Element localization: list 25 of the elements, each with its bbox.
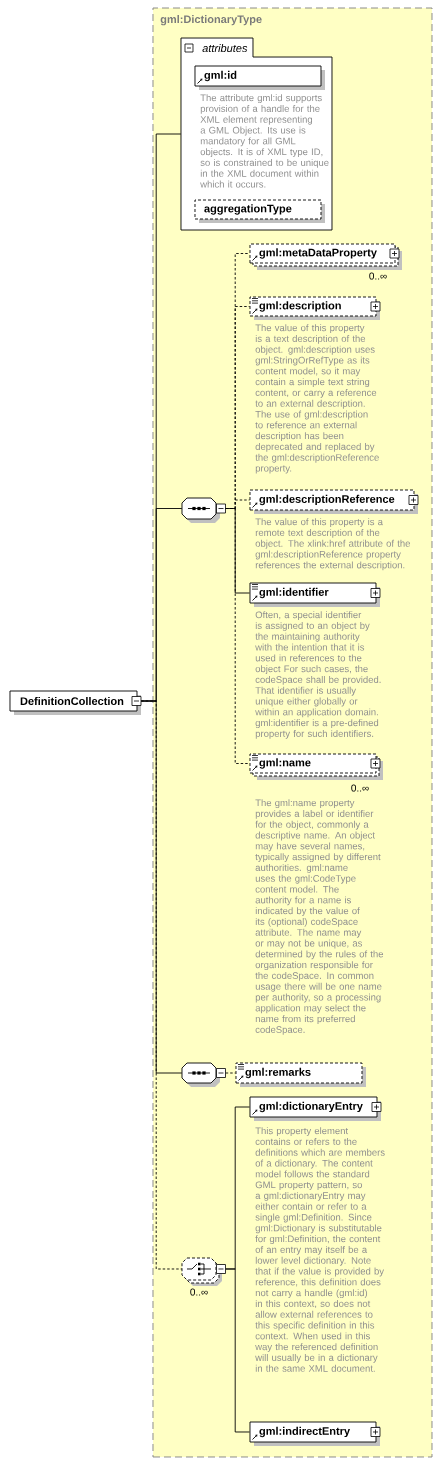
connector-line: [225, 508, 250, 764]
connector-line: [225, 1268, 250, 1433]
root-element-box: DefinitionCollection: [9, 690, 141, 715]
multiplicity-label: 0..∞: [190, 1288, 208, 1296]
connector-line: [225, 508, 250, 594]
attribute-box: gml:id: [194, 65, 325, 90]
element-box: gml:descriptionReference: [249, 489, 418, 514]
connector-line: [225, 1072, 236, 1074]
element-box: gml:description: [249, 296, 380, 320]
description-text: The gml:name property provides a label or identifier for the object, commonly a descriptive name. An object may have several names, typically assigned by different authorities. gml:name uses the gml:CodeType content model. The authority for a name is indicated by the value of its (optional) codeSpace attribute. The name may or may not be unique, as determined by the rules of the organization responsible for the codeSpace. In common usage there will be one name per authority, so a processing application may select the name from its preferred codeSpace.: [255, 799, 384, 1035]
attribute-box: aggregationType: [194, 199, 325, 223]
element-box: gml:metaDataProperty: [249, 243, 402, 270]
description-text: The value of this property is a text description of the object. gml:description uses gml:StringOrRefType as its content model, so it may contain a simple text string content, or carry a reference to an external description. The use of gml:description to reference an external description has been deprecated and replaced by the gml:descriptionReference property.: [255, 324, 379, 474]
description-text: This property element contains or refers to the definitions which are members of a dictionary. The content model follows the standard GML property pattern, so a gml:dictionaryEntry may either contain or refer to a single gml:Definition. Since gml:Dictionary is substitutable for gml:Definition, the content of an entry may itself be a lower level dictionary. Note that if the value is provided by reference, this definition does not carry a handle (gml:id) in this context, so does not allow external references to this specific definition in this context. When used in this way the referenced definition will usually be in a dictionary in the same XML document.: [255, 1127, 385, 1372]
description-text: The value of this property is a remote text description of the object. The xlink:href attribute of the gml:descriptionReference property references the external description.: [255, 518, 410, 571]
element-box: gml:identifier: [249, 582, 380, 607]
multiplicity-label: 0..∞: [351, 784, 369, 792]
element-box: gml:indirectEntry: [249, 1421, 380, 1446]
element-box: gml:remarks: [235, 1062, 366, 1087]
description-text: Often, a special identifier is assigned to an object by the maintaining authority with the intention that it is used in references to the object For such cases, the codeSpace shall be provided. That identifier is usually unique either globally or within an application domain. gml:identifier is a pre-defined property for such identifiers.: [255, 611, 381, 739]
element-box: gml:dictionaryEntry: [249, 1096, 381, 1121]
description-text: The attribute gml:id supports provision of a handle for the XML element representing a GML Object. Its use is mandatory for all GML objects. It is of XML type ID, so is constrained to be unique in the XML document within which it occurs.: [200, 94, 329, 188]
element-box: gml:name: [249, 753, 383, 780]
multiplicity-label: 0..∞: [369, 272, 387, 280]
connector-line: [140, 700, 183, 1270]
